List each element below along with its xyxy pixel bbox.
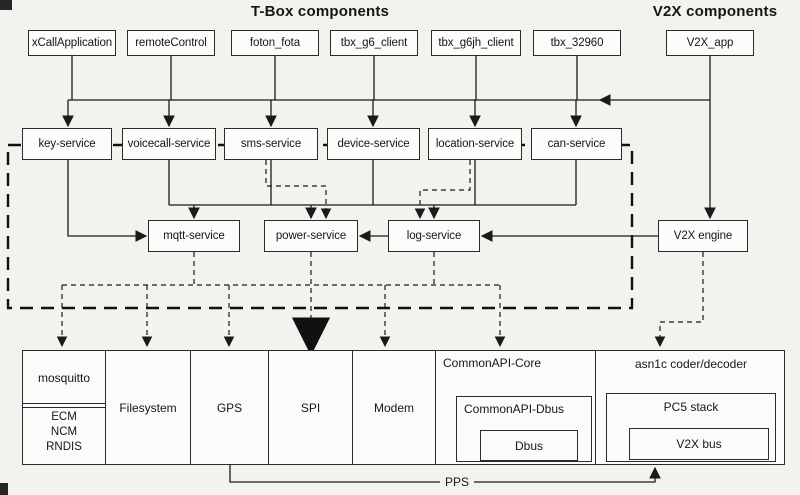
node-can-service: can-service [531, 128, 622, 160]
filesystem-label: Filesystem [119, 400, 177, 415]
node-remotecontrol: remoteControl [127, 30, 215, 56]
gps-label: GPS [216, 400, 243, 415]
node-v2x-engine: V2X engine [658, 220, 748, 252]
node-v2x-app: V2X_app [666, 30, 754, 56]
node-key-service: key-service [22, 128, 112, 160]
platform-container: mosquitto ECM NCM RNDIS Filesystem GPS S… [22, 350, 785, 465]
cell-spi: SPI [269, 351, 353, 464]
node-tbx-32960: tbx_32960 [533, 30, 621, 56]
box-dbus: Dbus [480, 430, 578, 461]
node-xcallapplication: xCallApplication [28, 30, 116, 56]
dashed-connectors [56, 160, 704, 348]
v2x-bus-label: V2X bus [676, 437, 722, 451]
mosquitto-divider [23, 403, 105, 408]
mosquitto-item-ncm: NCM [50, 426, 78, 438]
node-tbx-g6-client: tbx_g6_client [330, 30, 418, 56]
cell-modem: Modem [353, 351, 436, 464]
node-voicecall-service: voicecall-service [122, 128, 216, 160]
box-v2x-bus: V2X bus [629, 428, 769, 460]
box-pc5-stack: PC5 stack V2X bus [606, 393, 776, 462]
node-power-service: power-service [264, 220, 358, 252]
cell-mosquitto: mosquitto ECM NCM RNDIS [23, 351, 106, 464]
v2x-components-title: V2X components [652, 3, 778, 20]
mosquitto-label: mosquitto [37, 371, 91, 385]
node-foton-fota: foton_fota [231, 30, 319, 56]
node-tbx-g6jh-client: tbx_g6jh_client [431, 30, 521, 56]
node-mqtt-service: mqtt-service [148, 220, 240, 252]
mosquitto-items: ECM NCM RNDIS [23, 410, 105, 455]
node-location-service: location-service [428, 128, 522, 160]
commonapi-core-label: CommonAPI-Core [443, 356, 542, 370]
node-sms-service: sms-service [224, 128, 318, 160]
mosquitto-item-ecm: ECM [51, 411, 77, 423]
service-boundary-dashed-rect [6, 143, 634, 310]
cell-asn1c: asn1c coder/decoder PC5 stack V2X bus [596, 351, 786, 464]
commonapi-dbus-label: CommonAPI-Dbus [464, 402, 565, 416]
node-device-service: device-service [327, 128, 420, 160]
pc5-stack-label: PC5 stack [663, 400, 719, 414]
cell-gps: GPS [191, 351, 269, 464]
cell-filesystem: Filesystem [106, 351, 191, 464]
solid-connectors [62, 56, 716, 483]
pps-label: PPS [440, 475, 474, 489]
asn1c-label: asn1c coder/decoder [634, 357, 748, 371]
photo-artifact-top-left [0, 0, 12, 10]
spi-label: SPI [300, 400, 321, 415]
dbus-label: Dbus [514, 438, 543, 453]
modem-label: Modem [373, 400, 414, 415]
cell-commonapi-core: CommonAPI-Core CommonAPI-Dbus Dbus [436, 351, 596, 464]
photo-artifact-bottom-left [0, 483, 8, 495]
node-log-service: log-service [388, 220, 480, 252]
mosquitto-item-rndis: RNDIS [46, 441, 82, 453]
tbox-components-title: T-Box components [250, 3, 390, 20]
box-commonapi-dbus: CommonAPI-Dbus Dbus [456, 396, 592, 462]
